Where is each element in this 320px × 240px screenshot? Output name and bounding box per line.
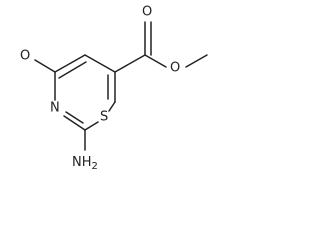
atom-label-ester-ether-oxygen: O: [170, 61, 180, 76]
bond-c4-carbonyl-o: [34, 59, 56, 73]
atom-label-ester-carbonyl-oxygen: O: [142, 5, 152, 20]
bond-c4-c5-double: [58, 61, 87, 79]
atom-label-amino-group: NH2: [72, 155, 98, 172]
atom-label-ring-sulfur: S: [100, 110, 108, 125]
amino-subscript: 2: [92, 161, 98, 172]
bond-c5-c6: [84, 54, 116, 73]
amino-nh-text: NH: [72, 155, 92, 170]
chemical-structure: O N S O O NH2: [20, 5, 208, 172]
bond-c2-n3-double: [65, 111, 84, 124]
bond-c2-n3: [63, 115, 86, 131]
bond-ester-o-methyl: [185, 54, 208, 68]
bond-s1-c2: [84, 121, 99, 131]
bond-c7-s1: [108, 101, 116, 112]
bond-c4-c5: [54, 54, 86, 73]
atom-label-carbonyl-oxygen: O: [20, 49, 30, 64]
atom-label-ring-nitrogen: N: [50, 101, 60, 116]
bond-ester-c-o-single: [144, 54, 167, 68]
bond-c7-ester-c: [114, 54, 146, 73]
